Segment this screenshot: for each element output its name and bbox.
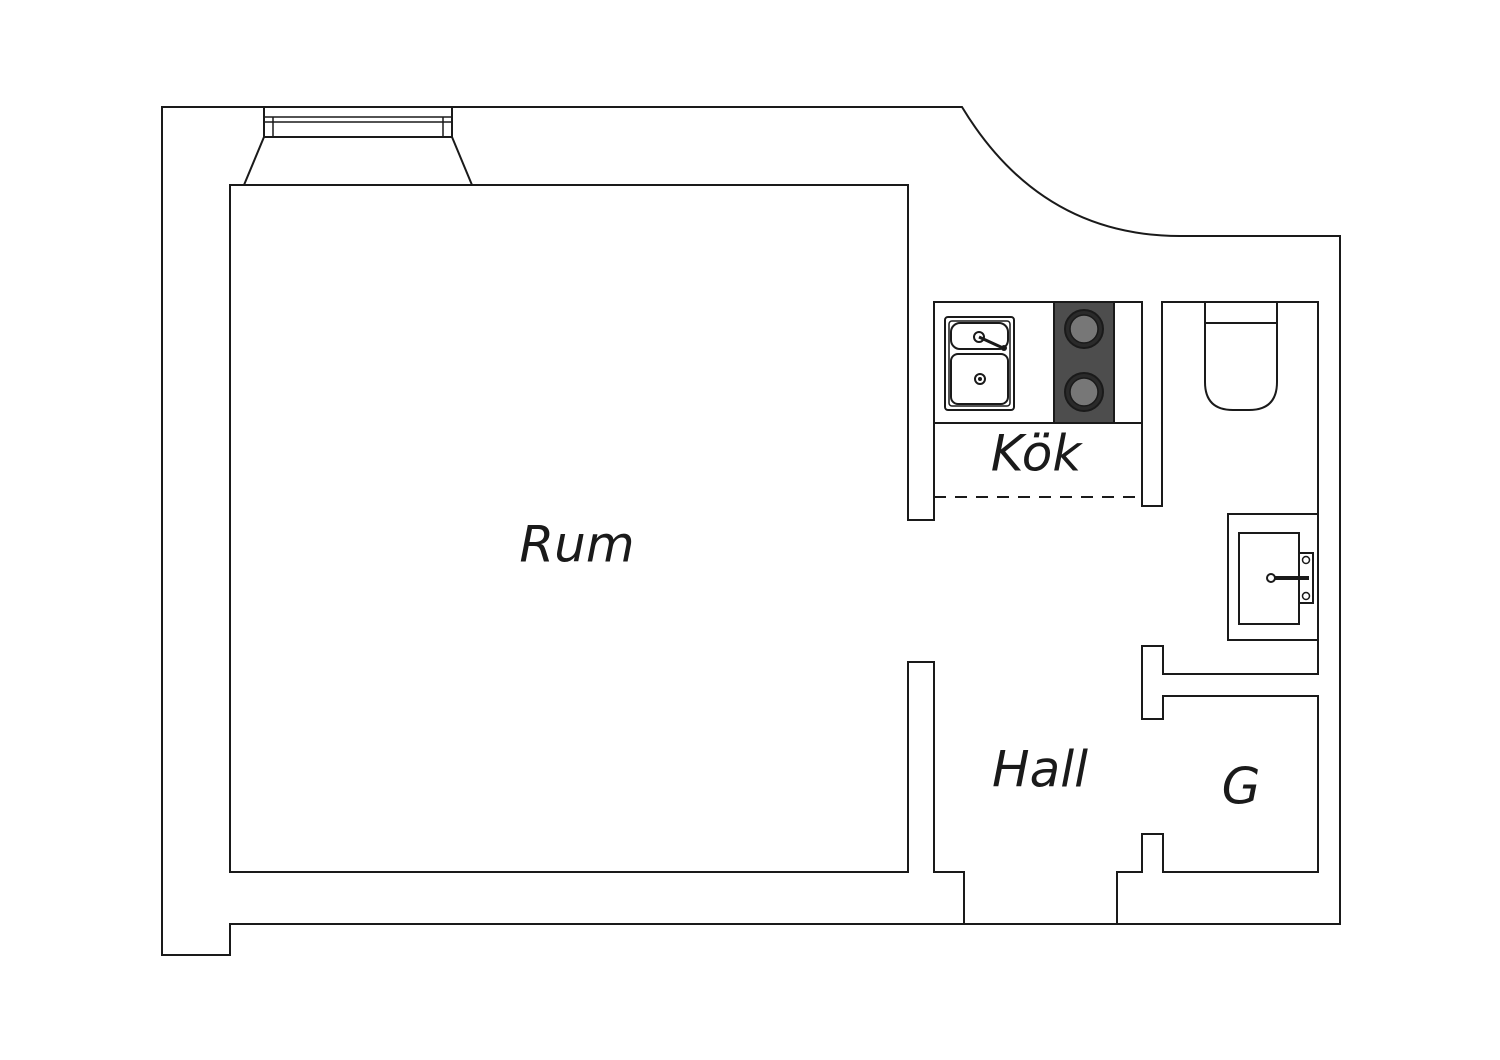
window <box>243 106 473 186</box>
room-label-rum: Rum <box>519 516 634 574</box>
wall-structure <box>161 106 1341 956</box>
bathroom-sink-icon <box>1227 513 1319 641</box>
stove-icon <box>1053 301 1115 424</box>
kitchen-sink-icon <box>944 316 1015 411</box>
toilet-icon <box>1204 301 1278 411</box>
room-label-g: G <box>1222 758 1261 816</box>
room-label-hall: Hall <box>992 741 1088 799</box>
room-label-kok: Kök <box>991 425 1084 483</box>
